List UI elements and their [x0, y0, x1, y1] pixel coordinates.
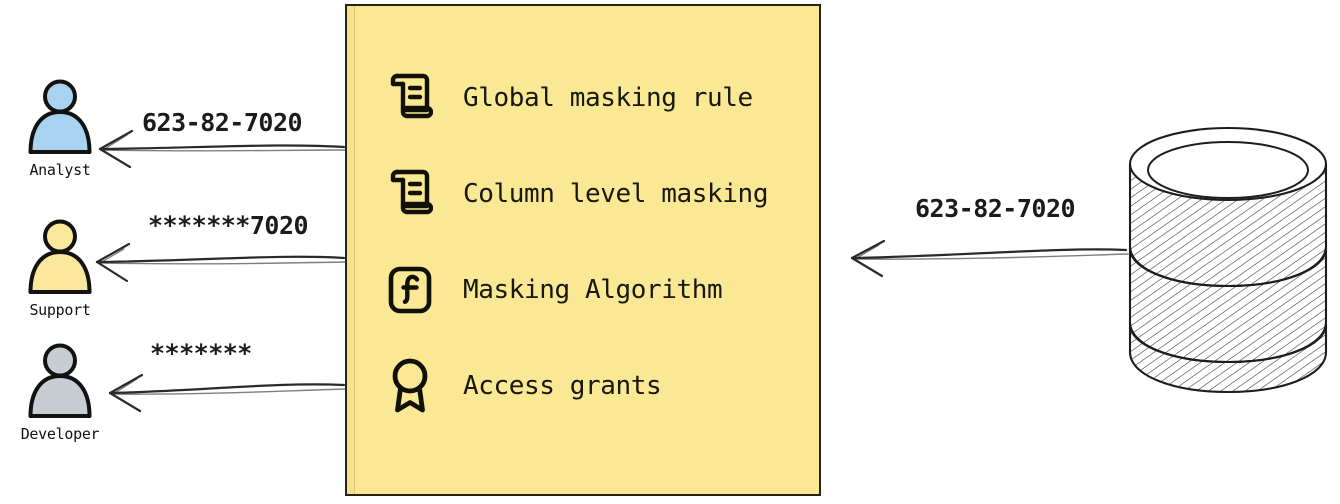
flow-label-support: *******7020: [148, 211, 309, 240]
policy-item-list: Global masking rule Column level mas: [347, 50, 819, 434]
flow-label-developer: *******: [150, 339, 252, 368]
user-icon: [28, 79, 92, 154]
scroll-icon: [387, 165, 439, 223]
actor-developer[interactable]: Developer: [0, 342, 120, 443]
actor-label: Support: [29, 301, 91, 319]
function-icon: [387, 261, 439, 319]
policy-item-access-grants[interactable]: Access grants: [347, 338, 819, 434]
policy-panel: Global masking rule Column level mas: [345, 4, 821, 496]
policy-item-column-level-masking[interactable]: Column level masking: [347, 146, 819, 242]
flow-label-source: 623-82-7020: [915, 194, 1076, 223]
actor-label: Developer: [20, 425, 100, 443]
policy-item-global-masking-rule[interactable]: Global masking rule: [347, 50, 819, 146]
policy-item-label: Column level masking: [463, 179, 769, 209]
policy-item-label: Masking Algorithm: [463, 275, 723, 305]
flow-label-analyst: 623-82-7020: [142, 108, 303, 137]
arrow-policy-to-developer: [108, 373, 347, 413]
user-icon: [28, 219, 92, 294]
arrow-policy-to-support: [95, 242, 347, 283]
actor-analyst[interactable]: Analyst: [0, 78, 120, 179]
arrow-source-to-policy: [850, 239, 1129, 278]
database-cylinder-icon: [1128, 126, 1328, 394]
policy-item-label: Access grants: [463, 371, 662, 401]
award-ribbon-icon: [387, 357, 439, 415]
policy-item-masking-algorithm[interactable]: Masking Algorithm: [347, 242, 819, 338]
actor-label: Analyst: [29, 161, 91, 179]
actor-support[interactable]: Support: [0, 218, 120, 319]
user-icon: [28, 343, 92, 418]
policy-item-label: Global masking rule: [463, 83, 753, 113]
scroll-icon: [387, 69, 439, 127]
